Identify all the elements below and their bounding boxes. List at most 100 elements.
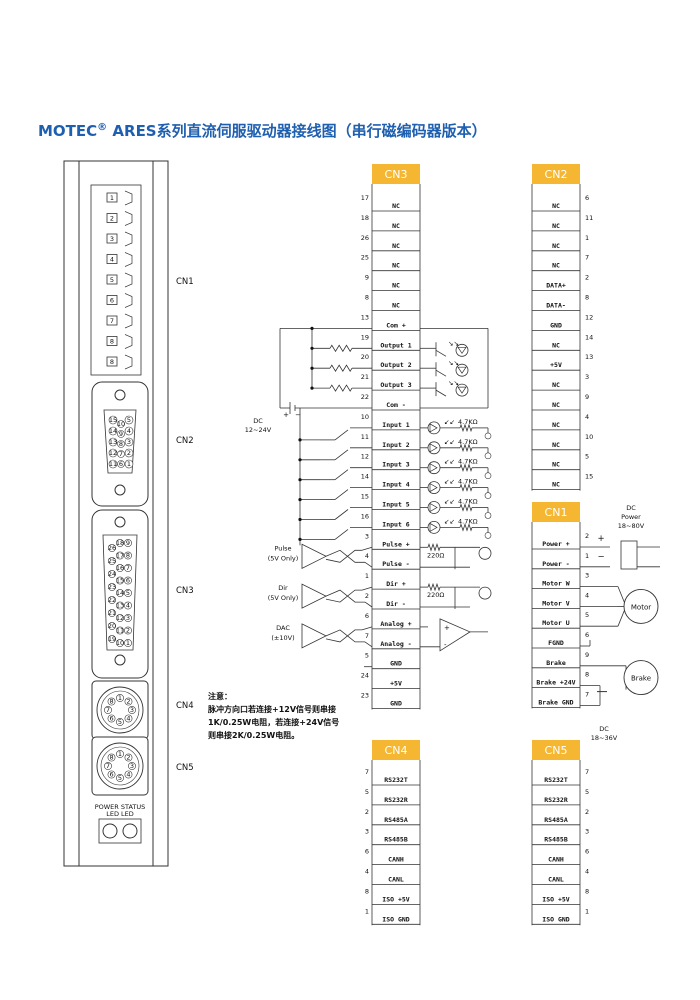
pin-number: 4 [126, 602, 130, 610]
junction-dot [298, 517, 302, 522]
pin-circle [124, 564, 132, 572]
cn3-pin-label: Output 1 [380, 341, 411, 349]
cn5-pin-label: CANH [548, 856, 564, 864]
pin-circle [124, 415, 134, 425]
cn1-pin-number: 3 [585, 572, 589, 580]
cn3-pin-number: 3 [365, 532, 369, 540]
resistor-220-label: 220Ω [427, 591, 444, 599]
cn3-pin-label: Input 6 [382, 520, 409, 528]
opto-output-icon [484, 452, 492, 460]
cn1-pin-number: 9 [585, 651, 589, 659]
pin-number: 17 [116, 552, 124, 560]
cn3-pin-number: 10 [361, 413, 369, 421]
cn3-header [372, 164, 420, 184]
opto-output-icon [484, 512, 492, 519]
pin-circle [108, 544, 116, 552]
cn3-pin-number: 16 [361, 512, 369, 520]
cn4-pin-label: RS232T [384, 776, 408, 784]
cn2-pin-label: NC [552, 202, 560, 210]
line-driver-icon [301, 583, 327, 609]
cn3-pin-label: Pulse + [382, 540, 409, 548]
pin-circle [117, 430, 125, 438]
pin-circle [108, 557, 116, 565]
resistor-label: 4.7KΩ [458, 458, 478, 466]
cn3-pin-label: Com + [386, 321, 406, 329]
pin-circle [108, 635, 116, 643]
cn3-pin-label: +5V [390, 680, 402, 688]
cn4-pin-number: 3 [365, 828, 369, 836]
junction-dot [310, 366, 314, 370]
pin-number: 8 [119, 440, 123, 448]
pin-number: 16 [116, 564, 124, 572]
pin-circle [124, 539, 132, 547]
diode-icon [457, 366, 467, 374]
cn2-pin-number: 6 [585, 194, 589, 202]
pin-circle [116, 601, 124, 610]
cn3-pin-number: 12 [361, 453, 369, 461]
cn1-pin-number: 2 [585, 532, 589, 540]
junction-dot [298, 498, 302, 502]
cn2-pin-number: 9 [585, 393, 589, 401]
pin-number: 1 [126, 639, 130, 647]
cn5-pin-label: ISO GND [542, 915, 569, 923]
cn3-pin-label: NC [392, 242, 400, 250]
cn1-pin-number: 4 [110, 256, 114, 264]
cn3-pin-number: 24 [361, 672, 369, 680]
cn1-pin-number: 2 [110, 215, 114, 223]
cn1-pin-label: Power - [542, 560, 569, 568]
pin-circle [116, 750, 124, 758]
wire [364, 601, 373, 608]
twisted-pair-wire [325, 629, 362, 643]
cn5-header-label: CN5 [545, 744, 568, 757]
terminal-screw [124, 272, 133, 288]
pin-number: 11 [116, 627, 124, 635]
terminal-screw [124, 231, 133, 247]
driver-label: Dir [278, 584, 288, 592]
cn3-pin-label: Analog + [380, 620, 411, 628]
cn3-pin-label: Analog - [380, 640, 411, 648]
transistor-emitter [435, 389, 447, 397]
cn3-pin-number: 8 [365, 294, 369, 302]
cn4-header-label: CN4 [385, 744, 408, 757]
pin-circle [117, 460, 125, 468]
pin-number: 2 [127, 449, 131, 457]
resistor-label: 4.7KΩ [458, 517, 478, 525]
pin-circle [116, 639, 124, 647]
power-plus-sign: + [597, 534, 604, 544]
pin-circle [108, 448, 118, 458]
pin-circle [116, 718, 124, 726]
junction-dot [298, 458, 302, 462]
pin-circle [116, 614, 124, 622]
pin-number: 19 [108, 635, 116, 643]
cn4-pin-number: 7 [365, 768, 369, 776]
cn5-pin-number: 6 [585, 848, 589, 856]
pin-circle [124, 601, 132, 610]
pin-number: 25 [108, 557, 116, 565]
resistor [459, 503, 473, 512]
pin-circle [107, 697, 116, 706]
cn1-pin-box [106, 295, 118, 305]
brand-name: MOTEC [38, 122, 98, 140]
pin-circle [108, 596, 116, 604]
pin-number: 14 [109, 427, 117, 435]
cn1-pin-number: 8 [585, 671, 589, 679]
resistor-label: 4.7KΩ [458, 418, 478, 426]
cn1-pin-number: 8 [110, 338, 114, 346]
pin-number: 2 [126, 627, 130, 635]
cn3-pin-number: 1 [365, 572, 369, 580]
transistor-emitter [435, 349, 447, 357]
status-led-icon [122, 823, 138, 839]
diode-icon [457, 346, 467, 354]
pin-circle [124, 437, 134, 447]
cn4-pin-label: ISO GND [382, 915, 409, 923]
cn4-pin-label: RS485A [384, 816, 408, 824]
cn5-pin-label: RS232R [544, 796, 568, 804]
cn3-pin-number: 22 [361, 393, 369, 401]
pin-circle [124, 639, 132, 647]
pin-circle [117, 450, 125, 458]
terminal-screw [124, 211, 133, 226]
pin-number: 13 [109, 438, 117, 446]
cn3-pin-label: GND [390, 700, 402, 708]
pin-number: 5 [118, 718, 122, 726]
cn1-pin-number: 5 [585, 611, 589, 619]
